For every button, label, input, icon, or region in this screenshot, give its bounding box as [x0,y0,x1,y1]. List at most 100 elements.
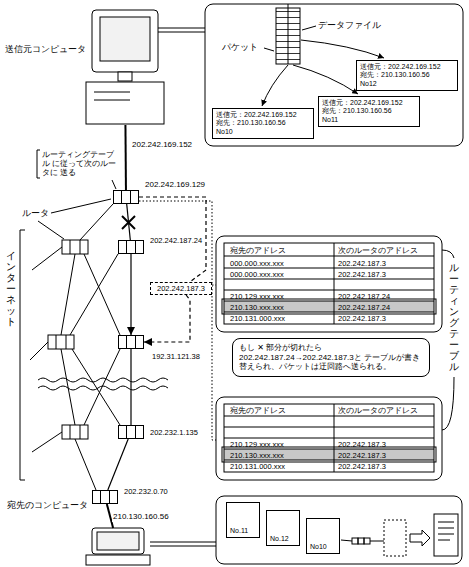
result-file [434,514,458,556]
table-cell: 202.242.187.3 [338,450,386,461]
break-line [38,378,168,382]
highlight-frame [222,447,436,462]
table-cell: 210.131.000.xxx [230,461,285,472]
node-text: No.12 [270,535,297,543]
screen [97,532,139,550]
destination-computer: 210.130.160.56宛先のコンピュータ [86,528,150,565]
table-cell: 202.242.187.3 [338,258,386,269]
node-text: 送信元：202.242.169.152 [360,63,454,71]
table-panel [216,236,442,332]
merge-line [370,541,384,542]
inset-link [158,28,205,29]
node-text: 宛先：210.130.160.56 [322,107,416,115]
connector [127,204,131,240]
table-cell: 202.242.187.3 [338,439,386,450]
leader-line [264,48,274,51]
table-cell: 202.242.187.3 [338,313,386,324]
node-text: No.11 [230,527,257,535]
table-cell: 210.129.xxx.xxx [230,291,284,302]
monitor-stand [118,72,132,81]
bracket [442,377,454,430]
drive-slot [94,92,130,93]
highlight-row [224,449,434,460]
table-cell: 000.000.xxx.xxx [230,258,284,269]
ip-address: 202.242.187.24 [149,236,203,245]
packet: No10 [306,518,340,554]
ip-address: 202.242.169.152 [131,140,193,150]
table-cell: 000.000.xxx.xxx [230,269,284,280]
table-cell: 202.242.187.24 [338,302,390,313]
packet: 送信元：202.242.169.152宛先：210.130.160.56No10 [212,108,314,139]
router: 202.232.1.135 [118,425,144,439]
note-text: ルーティングテーブル に従って次のルータに 送る [42,150,120,177]
computer-name: 送信元コンピュータ [4,44,87,54]
table-leader [139,201,216,440]
packet: No.11 [226,502,260,538]
ip-address: 210.130.160.56 [112,512,170,522]
table-cell: 210.129.xxx.xxx [230,439,284,450]
router: 202.242.187.24 [118,240,144,254]
note-box: もし ✕ 部分が切れたら 202.242.187.24→202.242.187.… [232,338,430,377]
data-file [288,4,289,64]
node-text: No10 [216,128,310,136]
table-grid [224,243,434,324]
node-text: 送信元：202.242.169.152 [322,99,416,107]
packet-block [358,538,364,544]
table-cell: 次のルータのアドレス [338,245,418,256]
region-label: インターネット [6,250,16,327]
node-text: 宛先：210.130.160.56 [216,119,310,127]
inset-link [150,542,216,543]
node-text: 送信元：202.242.169.152 [216,111,310,119]
monitor [92,10,158,72]
inset-link [150,546,216,547]
router: 202.232.0.70 [92,490,118,504]
connector [130,349,131,425]
inset-panel [205,4,463,146]
node-text: No12 [360,80,454,88]
ip-address: 202.232.1.135 [149,428,199,437]
connector [124,125,127,190]
part-label: ルータ [22,208,49,219]
table-grid [224,404,434,472]
file-line [438,528,454,529]
table-cell: 202.242.187.3 [338,461,386,472]
file-line [438,540,450,541]
file-line [438,534,454,535]
bracket [20,230,25,480]
table-cell: 宛先のアドレス [230,405,286,416]
router: 202.242.169.129 [113,190,139,204]
computer-name: 宛先のコンピュータ [6,500,89,510]
file-line [438,522,454,523]
node-text: No11 [322,116,416,124]
break-line [38,386,168,390]
table-cell: 210.131.000.xxx [230,313,285,324]
part-label: パケット [222,42,258,53]
table-cell: 210.130.xxx.xxx [230,302,284,313]
node-text: もし ✕ 部分が切れたら 202.242.187.24→202.242.187.… [239,343,423,372]
inset-link [158,32,205,33]
split-arrow [262,65,288,106]
detour-router-box: 202.242.187.3 [150,282,212,295]
highlight-row [224,301,434,312]
result-arrow [410,530,430,546]
node-text: 202.242.187.3 [153,284,209,293]
computer-case [86,555,150,565]
ip-address: 192.31.121.38 [151,352,201,361]
connector [144,295,190,342]
highlight-frame [222,299,436,314]
split-arrow [301,40,384,58]
merge-line [341,540,352,541]
node-text: 宛先：210.130.160.56 [360,71,454,79]
screen [100,17,150,61]
ip-address: 202.232.0.70 [123,487,169,496]
router: 192.31.121.38 [118,335,144,349]
packet-block [364,538,370,544]
ip-address: 202.242.169.129 [144,180,206,190]
leader-line [112,180,116,189]
connector [108,439,128,490]
table-cell: 202.242.187.24 [338,291,390,302]
table-cell: 202.242.187.3 [338,269,386,280]
table-cell: 宛先のアドレス [230,245,286,256]
connector [130,254,131,335]
inset-panel [216,496,462,564]
